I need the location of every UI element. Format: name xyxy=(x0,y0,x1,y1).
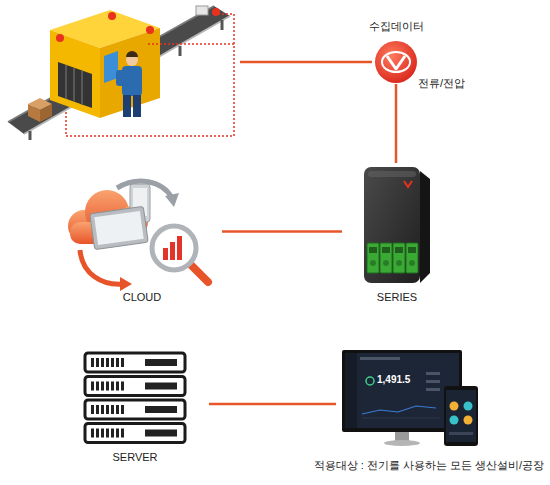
node-label: 수집데이터 xyxy=(369,20,424,33)
cloud-illustration: CLOUD xyxy=(62,176,222,292)
connector-line xyxy=(209,403,336,406)
sensor-wiring xyxy=(66,14,234,136)
connector-line xyxy=(395,84,398,163)
parcel-box xyxy=(28,98,52,122)
inspection-machine xyxy=(50,8,220,118)
data-link-line xyxy=(240,61,372,64)
node-label: SERVER xyxy=(112,451,157,464)
node-label: 1,491.5 xyxy=(377,374,410,386)
node-label: 전류/전압 xyxy=(418,77,465,90)
cloud-illustration-graphic xyxy=(62,176,222,292)
node-label: SERIES xyxy=(377,291,417,304)
server-rack: SERVER xyxy=(83,350,187,446)
connector-line xyxy=(222,230,342,233)
server-rack-graphic xyxy=(83,350,187,446)
node-label: CLOUD xyxy=(123,291,162,304)
data-collect-circle-graphic xyxy=(374,40,418,84)
monitor-dashboard-graphic xyxy=(340,346,480,448)
data-collect-circle: 수집데이터전류/전압 xyxy=(374,40,418,84)
series-device: SERIES xyxy=(358,163,436,287)
series-device-graphic xyxy=(358,163,436,287)
conveyor-belt xyxy=(8,6,230,140)
worker xyxy=(116,51,142,117)
monitor-dashboard: 1,491.5 xyxy=(340,346,480,448)
caption-text: 적용대상 : 전기를 사용하는 모든 생산설비/공장 xyxy=(314,459,544,472)
